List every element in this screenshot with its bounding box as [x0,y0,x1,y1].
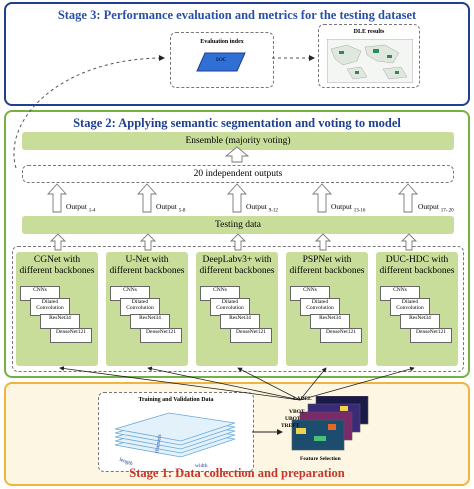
testing-to-outputs-arrow-1 [46,183,68,213]
testing-to-outputs-arrow-4 [311,183,333,213]
width-axis-label: width [195,463,208,469]
stage1-panel: Training and Validation Data length widt… [4,382,470,486]
ubot-layer-text: UBOT [285,416,301,422]
model-title: U-Net with different backbones [109,255,185,276]
feature-to-unet-arrow [147,366,301,401]
output-label-5: Output 17- 20 [418,202,454,214]
output-label-3: Output 9-12 [246,202,278,214]
outputs-box: 20 independent outputs [22,165,454,183]
model-card-duc-hdc: DUC-HDC with different backbones CNNs Di… [376,252,458,366]
evaluation-index-box: Evaluation index SOC [170,32,274,88]
stage2-title: Stage 2: Applying semantic segmentation … [73,116,401,130]
data-cube-icon [114,412,236,458]
training-validation-box: Training and Validation Data length widt… [98,392,254,472]
model-card-pspnet: PSPNet with different backbones CNNs Dil… [286,252,368,366]
model-card-unet: U-Net with different backbones CNNs Dila… [106,252,188,366]
feedback-dashed-arrow [13,55,165,169]
testing-to-outputs-arrow-2 [136,183,158,213]
outputs-to-ensemble-arrow [224,146,250,163]
ensemble-bar: Ensemble (majority voting) [22,132,454,150]
soc-parallelogram [196,52,246,72]
stage1-title: Stage 1: Data collection and preparation [129,466,345,480]
output-label-4: Output 13-16 [331,202,365,214]
backbone-dilated: Dilated Convolution [390,298,430,316]
output-label-sub: 9-12 [268,208,278,214]
stage3-title: Stage 3: Performance evaluation and metr… [57,8,417,22]
feature-to-duchdc-arrow [299,366,415,401]
output-label-sub: 17- 20 [440,208,454,214]
feature-selection-label: Feature Selection [300,456,341,462]
backbone-densenet121: DenseNet121 [320,328,362,343]
model-card-deeplabv3plus: DeepLabv3+ with different backbones CNNs… [196,252,278,366]
output-label-text: Output [331,202,352,211]
output-label-text: Output [156,202,177,211]
model-title: DeepLabv3+ with different backbones [199,255,275,276]
model-to-testing-arrow-3 [229,233,247,251]
testing-to-outputs-arrow-5 [397,183,419,213]
model-title: CGNet with different backbones [19,255,95,276]
output-label-sub: 5-8 [178,208,186,214]
testing-data-bar: Testing data [22,216,454,234]
vbot-layer-text: VBOT [289,409,305,415]
output-label-text: Output [66,202,87,211]
output-label-text: Output [418,202,439,211]
output-label-text: Output [246,202,267,211]
feature-to-pspnet-arrow [299,367,327,401]
soc-label: SOC [215,57,227,63]
backbone-densenet121: DenseNet121 [140,328,182,343]
feature-stack-icon [291,396,369,451]
output-label-1: Output 1-4 [66,202,95,214]
model-to-testing-arrow-4 [314,233,332,251]
output-label-2: Output 5-8 [156,202,185,214]
model-to-testing-arrow-2 [139,233,157,251]
backbone-cnns: CNNs [20,286,60,301]
backbone-dilated: Dilated Convolution [120,298,160,316]
model-title: PSPNet with different backbones [289,255,365,276]
output-label-sub: 1-4 [88,208,96,214]
testing-to-outputs-arrow-3 [226,183,248,213]
treft-layer-text: TREFT [281,423,300,429]
stage3-panel: Stage 3: Performance evaluation and metr… [4,2,470,106]
backbone-densenet121: DenseNet121 [410,328,452,343]
model-to-testing-arrow-5 [400,233,418,251]
dle-results-box: DLE results [318,24,420,88]
evaluation-index-label: Evaluation index [200,39,244,45]
dle-results-map [327,39,413,83]
model-to-testing-arrow-1 [49,233,67,251]
backbone-densenet121: DenseNet121 [230,328,272,343]
feature-to-cgnet-arrow [59,366,301,401]
backbone-densenet121: DenseNet121 [50,328,92,343]
training-validation-label: Training and Validation Data [138,397,214,403]
dle-results-label: DLE results [353,29,385,35]
model-title: DUC-HDC with different backbones [379,255,455,276]
output-label-sub: 13-16 [353,208,366,214]
model-card-cgnet: CGNet with different backbones CNNs Dila… [16,252,98,366]
feature-to-deeplab-arrow [237,367,301,401]
